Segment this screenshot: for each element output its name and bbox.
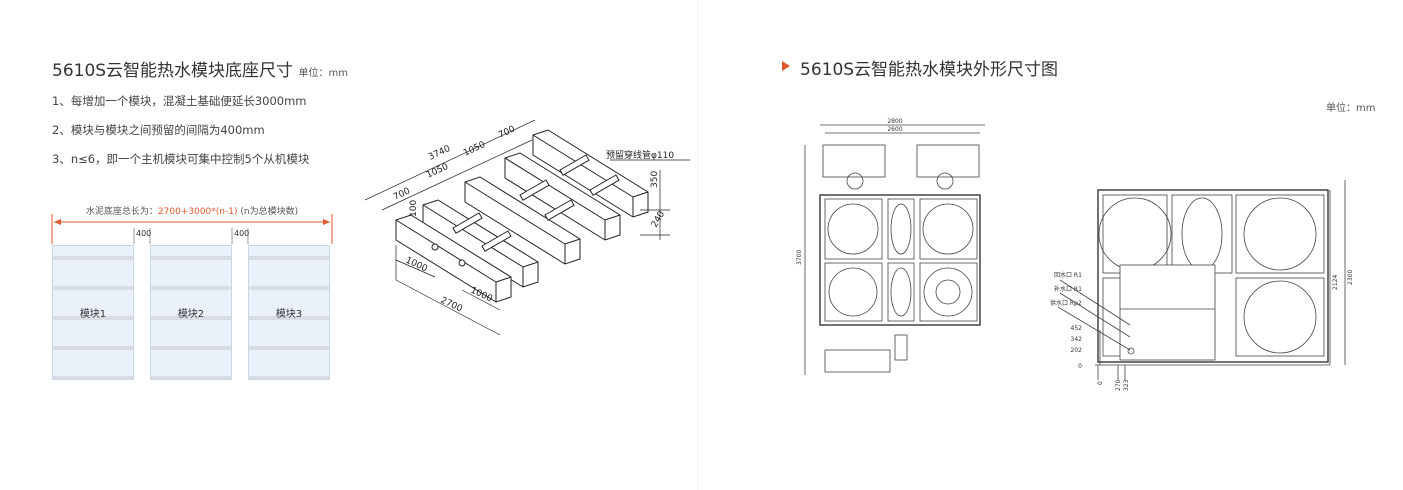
side-dim-x323: 323 — [1123, 379, 1130, 391]
gap-label-2: 400 — [234, 229, 250, 238]
base-isometric-drawing: 3740 1050 1050 700 700 100 1000 1000 270… — [364, 120, 690, 336]
side-dim-2124: 2124 — [1332, 275, 1339, 290]
dim-1050-b: 1050 — [462, 140, 487, 159]
side-dim-x0: 0 — [1097, 381, 1104, 385]
side-dim-x270: 270 — [1115, 379, 1122, 391]
front-dim-3700: 3700 — [796, 250, 803, 265]
note-2: 2、模块与模块之间预留的间隔为400mm — [52, 123, 265, 137]
left-title: 5610S云智能热水模块底座尺寸 单位：mm — [52, 56, 348, 81]
concrete-beams — [395, 129, 649, 303]
base-length-arrow — [51, 214, 333, 244]
front-view-drawing: 2800 2600 3700 — [796, 118, 985, 375]
dim-700-a: 700 — [497, 124, 517, 140]
module-label-2: 模块2 — [177, 309, 205, 320]
supply-water-port-label: 供水口 Rp2 — [1050, 299, 1082, 307]
side-dim-0: 0 — [1078, 363, 1082, 370]
module-panel-1: 模块1 — [52, 245, 134, 380]
base-length-formula: 2700+3000*(n-1) — [157, 207, 238, 217]
side-dim-342: 342 — [1071, 336, 1083, 343]
side-view-drawing: 回水口 R1 补水口 R1 供水口 Rp2 452 342 202 0 0 27… — [1050, 180, 1354, 391]
right-unit: 单位：mm — [1326, 103, 1376, 114]
side-dim-2300: 2300 — [1347, 270, 1354, 285]
left-unit: 单位：mm — [298, 68, 348, 79]
makeup-water-port-label: 补水口 R1 — [1054, 285, 1082, 293]
note-1: 1、每增加一个模块，混凝土基础便延长3000mm — [52, 94, 307, 108]
side-dim-452: 452 — [1071, 325, 1083, 332]
base-length-note: (n为总模块数) — [240, 207, 299, 217]
module-label-3: 模块3 — [275, 309, 303, 320]
side-dim-202: 202 — [1071, 347, 1083, 354]
page-divider — [697, 0, 698, 490]
base-length-label: 水泥底座总长为：2700+3000*(n-1) (n为总模块数) — [52, 204, 332, 217]
module-label-1: 模块1 — [79, 309, 107, 320]
title-triangle-icon — [782, 61, 790, 71]
return-water-port-label: 回水口 R1 — [1054, 271, 1082, 279]
base-length-prefix: 水泥底座总长为： — [85, 207, 158, 217]
dim-2700: 2700 — [439, 296, 464, 315]
left-title-text: 5610S云智能热水模块底座尺寸 — [52, 61, 294, 81]
module-panel-3: 模块3 — [248, 245, 330, 380]
dim-240: 240 — [650, 209, 667, 229]
dim-100: 100 — [409, 200, 419, 217]
gap-label-1: 400 — [136, 229, 152, 238]
note-3: 3、n≤6，即一个主机模块可集中控制5个从机模块 — [52, 152, 310, 166]
dim-3740: 3740 — [427, 144, 452, 163]
front-dim-2800: 2800 — [887, 118, 902, 125]
right-title: 5610S云智能热水模块外形尺寸图 — [800, 60, 1059, 80]
dim-350: 350 — [650, 171, 660, 188]
pipe-annotation: 预留穿线管φ110 — [606, 149, 674, 161]
front-dim-2600: 2600 — [887, 126, 902, 133]
module-panel-2: 模块2 — [150, 245, 232, 380]
dim-1050-a: 1050 — [425, 162, 450, 181]
